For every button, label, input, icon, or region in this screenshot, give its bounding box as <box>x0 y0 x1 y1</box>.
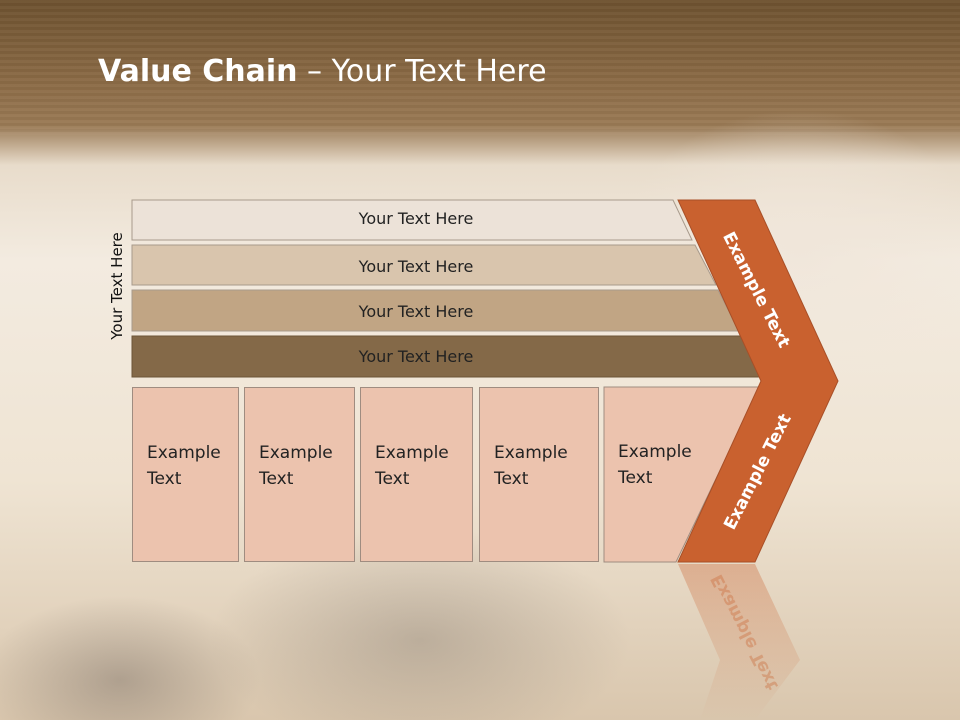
cell-4-line1: Example <box>494 443 568 463</box>
bar-2-label: Your Text Here <box>358 257 474 276</box>
cell-5-line2: Text <box>618 468 653 488</box>
slide-title-rest: – Your Text Here <box>297 54 547 89</box>
header-band <box>0 0 960 135</box>
chevron-reflection <box>678 564 800 720</box>
cell-1-line1: Example <box>147 443 221 463</box>
bar-1-label: Your Text Here <box>358 209 474 228</box>
bar-1 <box>131 199 693 241</box>
bar-4-label: Your Text Here <box>358 347 474 366</box>
bar-3-label: Your Text Here <box>358 302 474 321</box>
chevron-arrow <box>677 199 839 563</box>
cell-5-shape <box>603 386 761 563</box>
cell-5-line1: Example <box>618 442 692 462</box>
slide-title-bold: Value Chain <box>98 54 298 89</box>
cell-3-line1: Example <box>375 443 449 463</box>
bar-2 <box>131 244 717 286</box>
cell-2-line2: Text <box>259 469 294 489</box>
cell-4-line2: Text <box>494 469 529 489</box>
cell-1-line2: Text <box>147 469 182 489</box>
slide-title: Value Chain – Your Text Here <box>98 54 547 89</box>
cell-2-line1: Example <box>259 443 333 463</box>
cell-3-line2: Text <box>375 469 410 489</box>
